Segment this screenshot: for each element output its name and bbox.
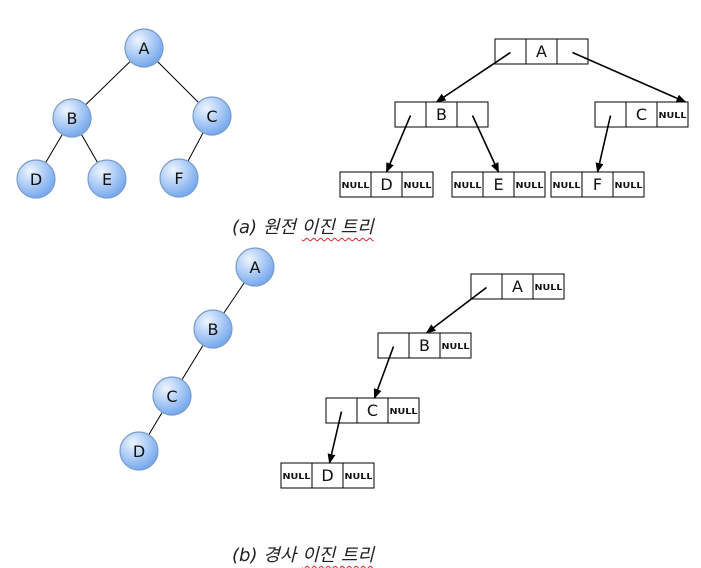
linked-a-box-A (494, 38, 589, 65)
linked-a-data-E: E (493, 175, 503, 194)
linked-a-node-F: F NULL NULL (550, 171, 645, 198)
linked-a-node-E: E NULL NULL (451, 171, 546, 198)
tree-b-node-D: D (119, 431, 159, 471)
tree-a-node-label-B: B (67, 109, 78, 128)
linked-a-data-A: A (536, 42, 547, 61)
linked-a-box-F (550, 171, 645, 198)
linked-a-data-C: C (636, 105, 647, 124)
linked-b-left-null-D: NULL (283, 472, 311, 481)
linked-a-node-B: B (394, 101, 489, 128)
caption-a: (a) 원전 이진 트리 (232, 213, 374, 239)
tree-a-node-label-C: C (206, 107, 217, 126)
tree-b-node-circle-A (235, 247, 275, 287)
tree-b-node-circle-B (193, 309, 233, 349)
linked-a-right-null-C: NULL (659, 111, 687, 120)
linked-b-box-D (280, 462, 375, 489)
linked-a-left-null-D: NULL (342, 181, 370, 190)
linked-b-arrow-C-D (327, 411, 343, 464)
linked-a-box-E (451, 171, 546, 198)
linked-b-right-null-B: NULL (442, 342, 470, 351)
tree-b-node-circle-C (152, 376, 192, 416)
linked-a-arrow-A-B (435, 51, 511, 103)
tree-a-node-circle-C (192, 96, 232, 136)
tree-b-node-label-A: A (250, 258, 261, 277)
linked-a-left-null-E: NULL (454, 181, 482, 190)
linked-b-right-null-A: NULL (535, 283, 563, 292)
tree-a-node-C: C (192, 96, 232, 136)
tree-a-node-B: B (52, 98, 92, 138)
caption-b: (b) 경사 이진 트리 (232, 541, 374, 567)
tree-a-node-circle-A (124, 28, 164, 68)
linked-b-data-B: B (419, 336, 430, 355)
linked-a-node-A: A (494, 38, 589, 65)
tree-b-node-C: C (152, 376, 192, 416)
tree-a-node-circle-B (52, 98, 92, 138)
linked-a-data-D: D (380, 175, 392, 194)
tree-a-node-F: F (159, 158, 199, 198)
tree-a-node-D: D (16, 159, 56, 199)
linked-b-data-D: D (321, 466, 333, 485)
linked-b-arrow-A-B (425, 286, 487, 334)
linked-a-left-null-F: NULL (553, 181, 581, 190)
linked-a-right-null-F: NULL (615, 181, 643, 190)
tree-a-node-label-D: D (30, 170, 42, 189)
linked-a-arrow-A-C (572, 51, 687, 103)
linked-b-arrow-B-C (373, 346, 395, 399)
linked-b-box-B (377, 332, 472, 359)
tree-a-node-label-E: E (102, 170, 112, 189)
linked-b-node-C: C NULL (325, 397, 420, 424)
tree-b-node-label-D: D (133, 442, 145, 461)
tree-b-node-label-B: B (208, 320, 219, 339)
linked-a-box-C (594, 101, 689, 128)
linked-a-arrow-B-D (385, 115, 412, 173)
caption-b-word1: 경사 (263, 545, 297, 566)
linked-b-box-A (470, 273, 565, 300)
tree-a-node-circle-E (87, 159, 127, 199)
linked-b-node-A: A NULL (470, 273, 565, 300)
linked-b-data-A: A (512, 277, 523, 296)
linked-a-arrow-B-E (471, 115, 500, 173)
linked-b-right-null-D: NULL (345, 472, 373, 481)
linked-b-data-C: C (367, 401, 378, 420)
tree-b-node-label-C: C (166, 387, 177, 406)
tree-a-node-label-F: F (174, 169, 183, 188)
caption-a-word2: 이진 트리 (301, 217, 374, 238)
linked-a-data-F: F (593, 175, 602, 194)
linked-a-right-null-D: NULL (404, 181, 432, 190)
tree-b-node-A: A (235, 247, 275, 287)
linked-b-box-C (325, 397, 420, 424)
linked-b-node-B: B NULL (377, 332, 472, 359)
linked-a-data-B: B (436, 105, 447, 124)
tree-a-node-E: E (87, 159, 127, 199)
caption-a-prefix: (a) (232, 217, 258, 238)
tree-a-node-A: A (124, 28, 164, 68)
linked-a-box-D (339, 171, 434, 198)
linked-a-right-null-E: NULL (516, 181, 544, 190)
linked-a-arrow-C-F (595, 115, 612, 173)
tree-b-node-B: B (193, 309, 233, 349)
linked-a-node-C: C NULL (594, 101, 689, 128)
linked-b-node-D: D NULL NULL (280, 462, 375, 489)
tree-a-node-circle-F (159, 158, 199, 198)
caption-a-word1: 원전 (262, 217, 296, 238)
tree-b-node-circle-D (119, 431, 159, 471)
caption-b-word2: 이진 트리 (302, 545, 375, 566)
tree-a-node-label-A: A (139, 39, 150, 58)
linked-a-box-B (394, 101, 489, 128)
linked-b-right-null-C: NULL (390, 407, 418, 416)
linked-a-node-D: D NULL NULL (339, 171, 434, 198)
caption-b-prefix: (b) (232, 545, 258, 566)
tree-a-node-circle-D (16, 159, 56, 199)
